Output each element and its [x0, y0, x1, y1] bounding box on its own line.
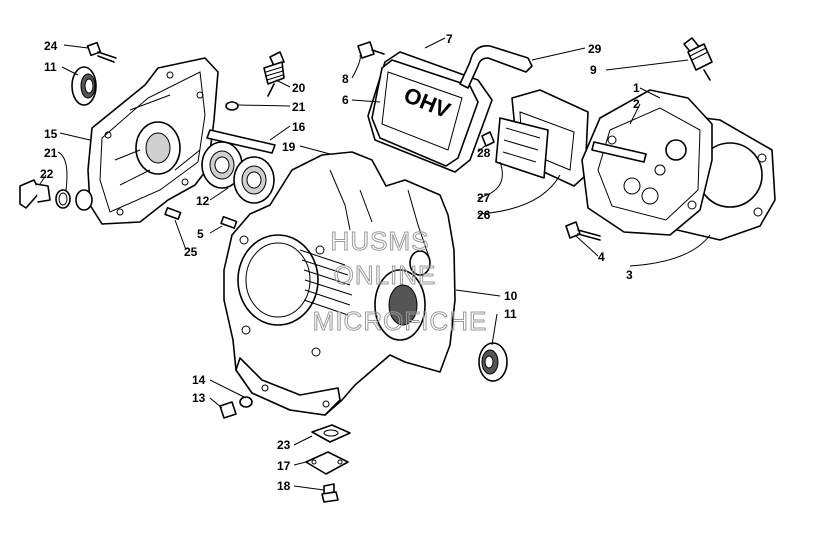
cylinder-head-1 — [581, 89, 713, 236]
callout-21: 21 — [44, 146, 58, 160]
bolt-4 — [565, 221, 601, 241]
valve-cover-6: OHV — [371, 59, 479, 167]
callout-7: 7 — [446, 32, 453, 46]
drain-plug-22 — [19, 179, 51, 209]
callout-27: 27 — [477, 191, 491, 205]
callout-16: 16 — [292, 120, 306, 134]
callout-19: 19 — [282, 140, 296, 154]
callout-18: 18 — [277, 479, 291, 493]
dowel-pin-5 — [220, 215, 238, 229]
callout-4: 4 — [598, 250, 605, 264]
watermark-line-2: ONLINE — [334, 260, 437, 290]
bearing-12 — [201, 141, 275, 204]
callout-11: 11 — [504, 307, 517, 321]
watermark-line-3: MICROFICHE — [313, 306, 488, 336]
callout-23: 23 — [277, 438, 291, 452]
bolt-8 — [357, 41, 385, 59]
callout-25: 25 — [184, 245, 198, 259]
crankcase-block — [223, 151, 456, 416]
watermark-line-1: HUSMS — [331, 226, 430, 256]
callout-14: 14 — [192, 373, 206, 387]
callout-12: 12 — [196, 194, 210, 208]
callout-15: 15 — [44, 127, 58, 141]
callout-numbers: 24 11 15 21 22 20 21 16 19 12 5 25 7 8 6… — [40, 32, 640, 493]
dowel-pin-25 — [164, 206, 182, 220]
governor-shaft-20 — [263, 51, 285, 97]
bolt-13 — [219, 396, 253, 419]
gasket-23 — [311, 424, 351, 443]
washer-21 — [225, 101, 239, 111]
callout-10: 10 — [504, 289, 518, 303]
bolt-24 — [86, 41, 117, 63]
breather-hose-29 — [459, 45, 533, 89]
oil-seal-11-left — [71, 66, 97, 106]
watermark: HUSMS ONLINE MICROFICHE — [312, 226, 488, 337]
leader-lines — [39, 37, 711, 491]
callout-21: 21 — [292, 100, 306, 114]
plate-17 — [305, 451, 349, 475]
callout-24: 24 — [44, 39, 58, 53]
screw-28 — [481, 131, 495, 147]
callout-1: 1 — [633, 81, 640, 95]
callout-3: 3 — [626, 268, 633, 282]
o-ring-21-left — [55, 189, 93, 211]
callout-11: 11 — [44, 60, 57, 74]
callout-2: 2 — [633, 97, 640, 111]
callout-28: 28 — [477, 146, 491, 160]
bolt-18 — [321, 483, 339, 503]
callout-5: 5 — [197, 227, 204, 241]
callout-29: 29 — [588, 42, 602, 56]
callout-13: 13 — [192, 391, 206, 405]
callout-20: 20 — [292, 81, 306, 95]
shaft-16 — [206, 129, 276, 154]
crankcase-cover — [87, 57, 219, 225]
callout-6: 6 — [342, 93, 349, 107]
callout-22: 22 — [40, 167, 54, 181]
callout-26: 26 — [477, 208, 491, 222]
callout-17: 17 — [277, 459, 291, 473]
breather-plate-27 — [495, 117, 549, 179]
callout-9: 9 — [590, 63, 597, 77]
oil-seal-11-right — [478, 342, 508, 382]
spark-plug-9 — [683, 37, 713, 81]
callout-8: 8 — [342, 72, 349, 86]
pin-2 — [591, 141, 647, 163]
